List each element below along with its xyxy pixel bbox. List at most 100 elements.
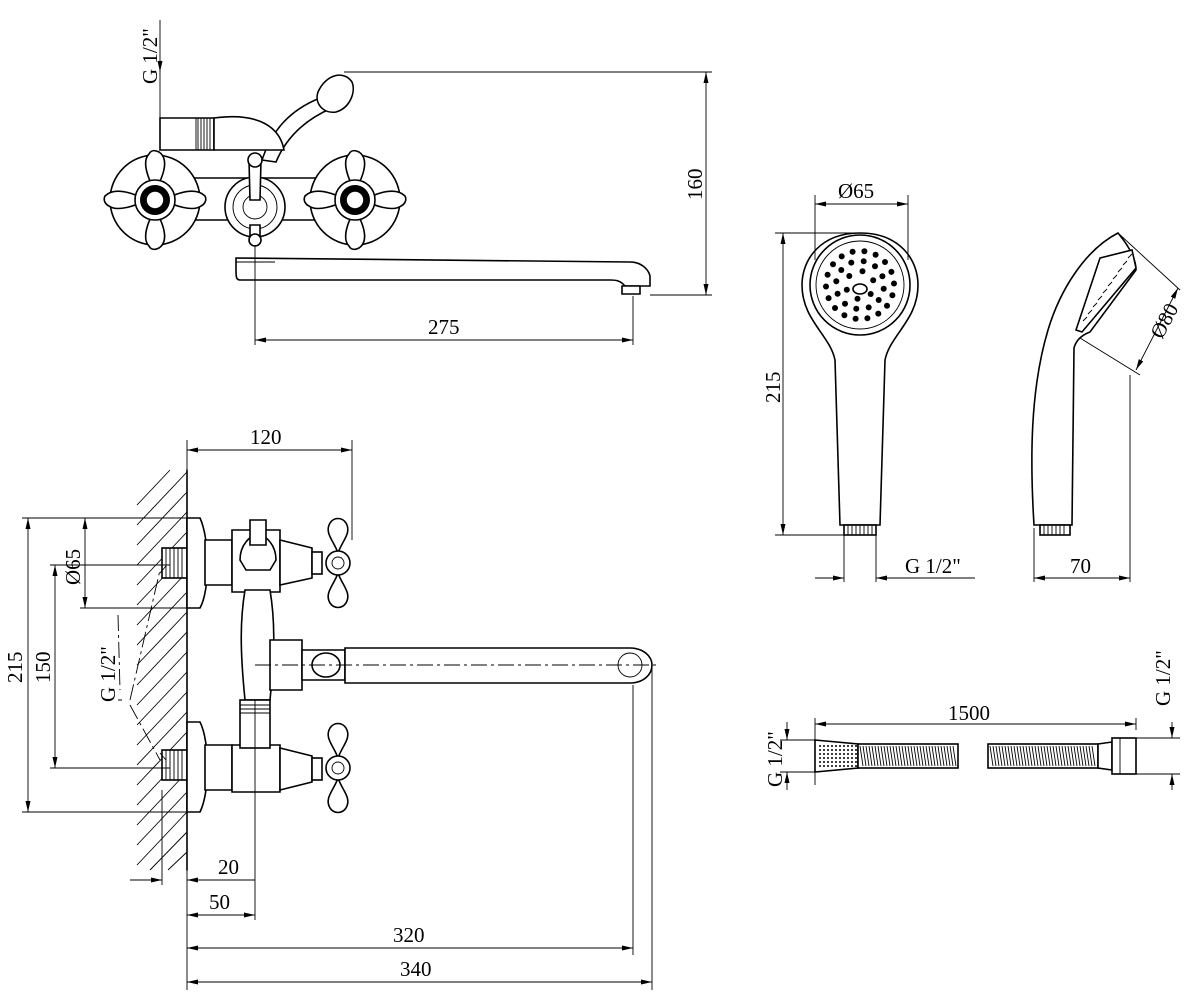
spray-hole <box>872 251 879 258</box>
knurl-dot <box>823 761 825 763</box>
side-overall-depth-dim: 340 <box>400 957 432 981</box>
knurl-dot <box>843 749 845 751</box>
hose-coil <box>1028 745 1033 767</box>
shower-length-dim: 215 <box>761 372 785 404</box>
spray-hole <box>880 285 887 292</box>
side-thread-label: G 1/2" <box>96 646 120 702</box>
hose-coil <box>892 745 897 767</box>
spray-hole <box>865 304 872 311</box>
spray-hole <box>838 253 845 260</box>
knurl-dot <box>827 749 829 751</box>
knurl-dot <box>819 745 821 747</box>
knurl-dot <box>819 765 821 767</box>
hose-coil <box>1061 745 1066 767</box>
hose-coil <box>1064 745 1069 767</box>
hose-coil <box>1019 745 1024 767</box>
knurl-dot <box>835 765 837 767</box>
hose-coil <box>992 745 997 767</box>
spray-hole <box>882 259 888 265</box>
hose-coils <box>989 745 1096 767</box>
knurl-dot <box>855 745 857 747</box>
hose-coil <box>946 745 951 767</box>
hose-coils <box>859 745 957 767</box>
knurl-dot <box>839 749 841 751</box>
knurl-dot <box>831 749 833 751</box>
hose-left-thread-label: G 1/2" <box>763 731 787 787</box>
knurl-dot <box>835 757 837 759</box>
spray-hole <box>859 268 866 275</box>
knurl-dot <box>847 765 849 767</box>
spray-hole <box>867 291 874 297</box>
hose-coil <box>1076 745 1081 767</box>
side-spray-nozzles <box>1082 253 1133 322</box>
hose-coil <box>1073 745 1078 767</box>
knurl-dot <box>847 745 849 747</box>
hose-coil <box>916 745 921 767</box>
hose-coil <box>1037 745 1042 767</box>
hose-coil <box>1043 745 1048 767</box>
knurl-dot <box>823 749 825 751</box>
side-flange-dia-dim: Ø65 <box>61 549 85 585</box>
hose-coil <box>1091 745 1096 767</box>
knurl-dot <box>855 765 857 767</box>
knurl-dot <box>827 745 829 747</box>
front-thread-label: G 1/2" <box>138 28 162 84</box>
knurl-dot <box>839 753 841 755</box>
hose-coil <box>859 745 864 767</box>
knurl-dot <box>827 757 829 759</box>
knurl-dot <box>843 745 845 747</box>
hose-coil <box>943 745 948 767</box>
spray-hole <box>843 286 850 293</box>
spray-hole <box>889 292 896 299</box>
knurl-dot <box>835 761 837 763</box>
hose-coil <box>1088 745 1093 767</box>
spray-hole <box>864 315 871 322</box>
knurl-dot <box>823 753 825 755</box>
front-reach-dim: 275 <box>428 315 460 339</box>
side-centers-dim: 150 <box>31 652 55 684</box>
hose-coil <box>940 745 945 767</box>
hose-coil <box>913 745 918 767</box>
hose-coil <box>1079 745 1084 767</box>
knurl-dot <box>851 753 853 755</box>
hose-coil <box>901 745 906 767</box>
hose-coil <box>1031 745 1036 767</box>
knurl-dot <box>823 757 825 759</box>
hose-coil <box>937 745 942 767</box>
front-height-dim: 160 <box>683 169 707 201</box>
knurl-dot <box>839 761 841 763</box>
knurl-dot <box>847 753 849 755</box>
hose-coil <box>1067 745 1072 767</box>
hose-coil <box>952 745 957 767</box>
spray-hole <box>860 258 867 265</box>
hose-coil <box>871 745 876 767</box>
hose-coil <box>1046 745 1051 767</box>
knurl-dot <box>847 757 849 759</box>
knurl-dot <box>847 761 849 763</box>
hose-coil <box>910 745 915 767</box>
hose-coil <box>895 745 900 767</box>
knurl-dot <box>855 749 857 751</box>
spray-hole <box>884 302 890 309</box>
knurl-dot <box>839 745 841 747</box>
front-view: G 1/2" 160 275 <box>103 20 712 345</box>
hose-coil <box>1058 745 1063 767</box>
spray-hole <box>838 267 845 273</box>
hose-coil <box>1034 745 1039 767</box>
hose-coil <box>1070 745 1075 767</box>
knurl-dot <box>851 765 853 767</box>
spray-hole <box>834 290 841 297</box>
shower-side-dia-dim: Ø80 <box>1145 299 1183 342</box>
knurl-dot <box>827 761 829 763</box>
knurl-dot <box>843 761 845 763</box>
hose-coil <box>1022 745 1027 767</box>
hose-nut-knurl <box>819 745 857 767</box>
hose-coil <box>1055 745 1060 767</box>
spray-hole <box>841 312 848 319</box>
hose-coil <box>889 745 894 767</box>
hose-coil <box>904 745 909 767</box>
knurl-dot <box>831 761 833 763</box>
knurl-dot <box>835 745 837 747</box>
knurl-dot <box>819 757 821 759</box>
